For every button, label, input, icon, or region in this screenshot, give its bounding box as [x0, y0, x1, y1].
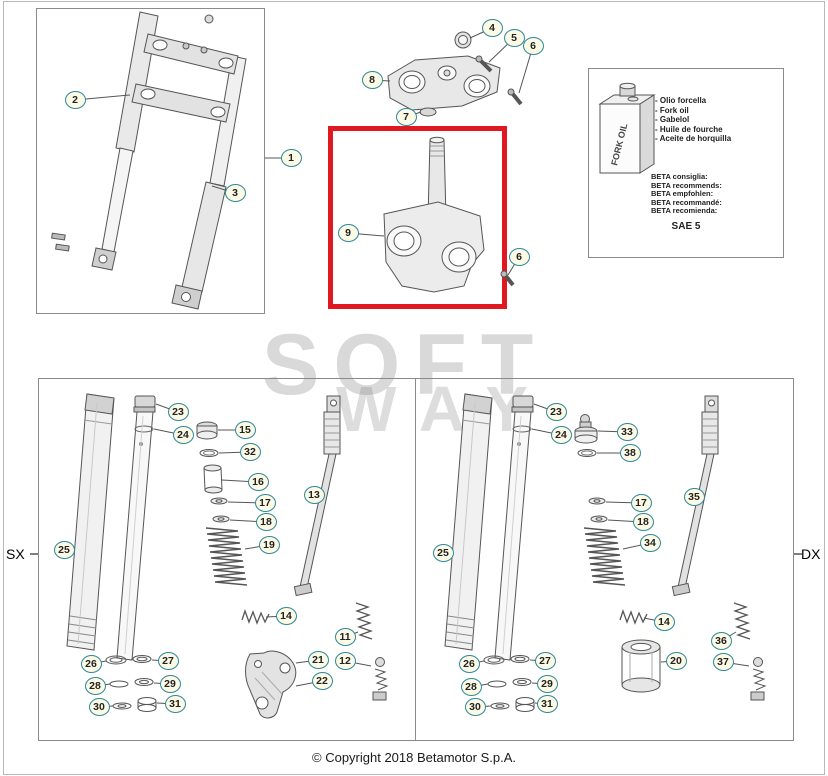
callout-5[interactable]: 5 [503, 29, 525, 47]
callout-26[interactable]: 26 [458, 655, 480, 673]
callout-4[interactable]: 4 [481, 19, 503, 37]
callout-32[interactable]: 32 [239, 443, 261, 461]
copyright-text: © Copyright 2018 Betamotor S.p.A. [312, 750, 516, 765]
callout-13[interactable]: 13 [303, 486, 325, 504]
oil-spec-box: - Olio forcella - Fork oil - Gabelol - H… [588, 68, 784, 258]
callout-23[interactable]: 23 [167, 403, 189, 421]
callout-28[interactable]: 28 [84, 677, 106, 695]
callout-16[interactable]: 16 [247, 473, 269, 491]
oil-name-line: - Olio forcella [655, 96, 707, 105]
callout-19[interactable]: 19 [258, 536, 280, 554]
callout-34[interactable]: 34 [639, 534, 661, 552]
oil-name-line: - Gabelol [655, 115, 690, 125]
highlight-box-part-9 [328, 126, 507, 309]
dx-label: DX [801, 546, 821, 562]
callout-18[interactable]: 18 [632, 513, 654, 531]
oil-name-line: - Fork oil [655, 105, 689, 115]
callout-15[interactable]: 15 [234, 421, 256, 439]
callout-9[interactable]: 9 [337, 224, 359, 242]
callout-29[interactable]: 29 [536, 675, 558, 693]
callout-6[interactable]: 6 [508, 248, 530, 266]
callout-12[interactable]: 12 [334, 652, 356, 670]
callout-28[interactable]: 28 [460, 678, 482, 696]
callout-27[interactable]: 27 [534, 652, 556, 670]
callout-22[interactable]: 22 [311, 672, 333, 690]
callout-27[interactable]: 27 [157, 652, 179, 670]
callout-31[interactable]: 31 [164, 695, 186, 713]
callout-11[interactable]: 11 [334, 628, 356, 646]
callout-14[interactable]: 14 [653, 613, 675, 631]
callout-29[interactable]: 29 [159, 675, 181, 693]
callout-30[interactable]: 30 [88, 698, 110, 716]
fork-assembly-box [36, 8, 265, 314]
oil-grade: SAE 5 [671, 221, 701, 232]
callout-3[interactable]: 3 [224, 184, 246, 202]
callout-33[interactable]: 33 [616, 423, 638, 441]
fork-leg-dx-box [415, 378, 794, 741]
callout-25[interactable]: 25 [53, 541, 75, 559]
oil-name-line: - Huile de fourche [655, 124, 723, 134]
callout-24[interactable]: 24 [172, 426, 194, 444]
sx-label: SX [6, 546, 25, 562]
callout-35[interactable]: 35 [683, 488, 705, 506]
callout-17[interactable]: 17 [630, 494, 652, 512]
callout-24[interactable]: 24 [550, 426, 572, 444]
callout-2[interactable]: 2 [64, 91, 86, 109]
callout-37[interactable]: 37 [712, 653, 734, 671]
callout-38[interactable]: 38 [619, 444, 641, 462]
callout-7[interactable]: 7 [395, 108, 417, 126]
oil-rec-line: BETA recommandé: [651, 197, 722, 207]
callout-23[interactable]: 23 [545, 403, 567, 421]
callout-26[interactable]: 26 [80, 655, 102, 673]
callout-31[interactable]: 31 [536, 695, 558, 713]
page-frame [3, 1, 825, 775]
callout-8[interactable]: 8 [361, 71, 383, 89]
oil-recommendation-list: BETA consiglia: BETA recommends: BETA em… [651, 172, 722, 216]
callout-25[interactable]: 25 [432, 544, 454, 562]
callout-30[interactable]: 30 [464, 698, 486, 716]
oil-name-list: - Olio forcella - Fork oil - Gabelol - H… [655, 96, 731, 144]
callout-1[interactable]: 1 [280, 149, 302, 167]
oil-rec-line: BETA recommends: [651, 180, 722, 190]
oil-name-line: - Aceite de horquilla [655, 134, 732, 144]
oil-rec-line: BETA empfohlen: [651, 189, 714, 199]
callout-6[interactable]: 6 [522, 37, 544, 55]
callout-14[interactable]: 14 [275, 607, 297, 625]
callout-21[interactable]: 21 [307, 651, 329, 669]
callout-36[interactable]: 36 [710, 632, 732, 650]
oil-rec-line: BETA recomienda: [651, 206, 718, 216]
oil-rec-line: BETA consiglia: [651, 172, 708, 181]
callout-20[interactable]: 20 [665, 652, 687, 670]
callout-18[interactable]: 18 [255, 513, 277, 531]
callout-17[interactable]: 17 [254, 494, 276, 512]
